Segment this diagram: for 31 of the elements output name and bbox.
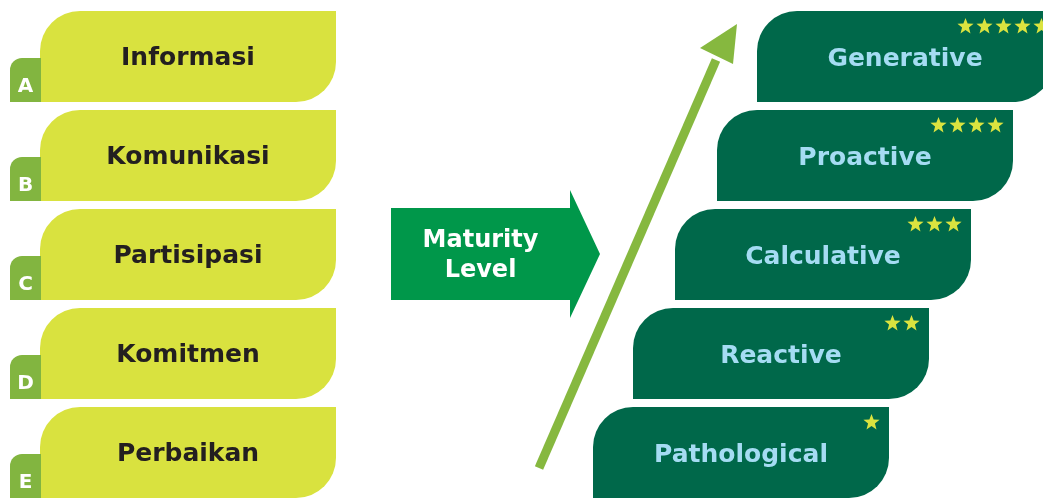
category-tab	[40, 209, 336, 300]
letter-badge	[10, 256, 41, 300]
letter-label: E	[18, 469, 33, 494]
letter-label: C	[18, 271, 33, 296]
letter-badge	[10, 355, 41, 399]
category-label: Informasi	[121, 40, 255, 73]
category-label: Komitmen	[116, 337, 260, 370]
arrow-label: Maturity Level	[421, 224, 540, 284]
category-label: Perbaikan	[116, 436, 260, 469]
level-box	[593, 407, 889, 498]
level-label: Generative	[827, 41, 983, 74]
category-tab	[40, 110, 336, 201]
level-box	[757, 11, 1043, 102]
level-label: Calculative	[745, 239, 901, 272]
letter-badge	[10, 58, 41, 102]
level-box	[717, 110, 1013, 201]
category-label: Komunikasi	[106, 139, 270, 172]
letter-label: A	[17, 73, 34, 98]
letter-label: D	[17, 370, 34, 395]
category-tab	[40, 11, 336, 102]
category-label: Partisipasi	[113, 238, 263, 271]
level-label: Proactive	[798, 140, 932, 173]
level-label: Reactive	[720, 338, 842, 371]
level-box	[633, 308, 929, 399]
level-label: Pathological	[654, 437, 828, 470]
category-tab	[40, 407, 336, 498]
letter-badge	[10, 157, 41, 201]
category-tab	[40, 308, 336, 399]
letter-label: B	[17, 172, 34, 197]
letter-badge	[10, 454, 41, 498]
level-box	[675, 209, 971, 300]
